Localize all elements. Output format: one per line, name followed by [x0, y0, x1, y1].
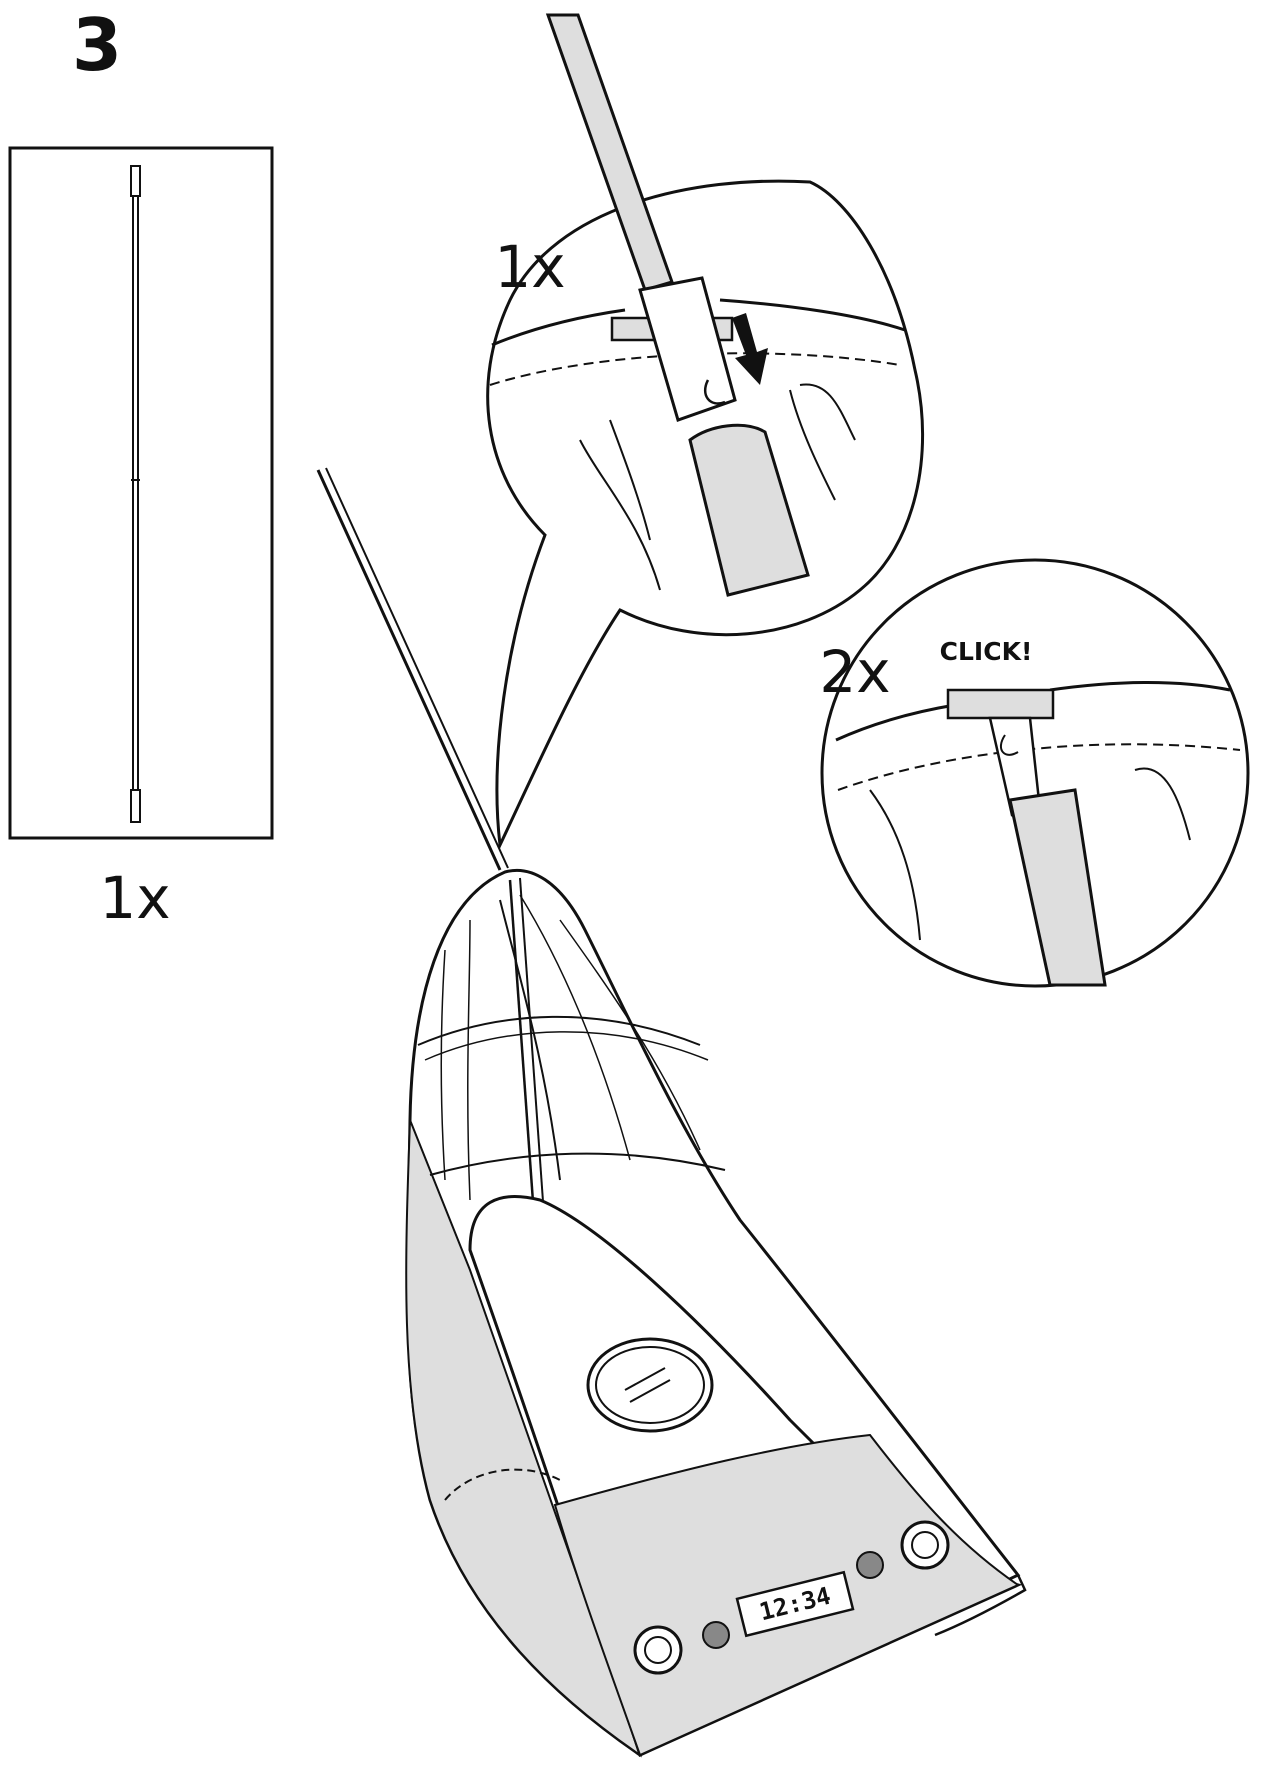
- parts-box: [8, 146, 274, 840]
- detail-callout-1: [486, 13, 925, 851]
- arrow-down-icon: [732, 313, 768, 385]
- detail-1-quantity: 1x: [494, 233, 565, 301]
- detail-callout-2: [820, 558, 1250, 988]
- pole-icon: [130, 165, 141, 823]
- click-sound-label: CLICK!: [940, 637, 1033, 666]
- parts-quantity: 1x: [99, 864, 170, 932]
- parts-box-frame: [8, 146, 274, 840]
- product-tent: [316, 467, 1027, 1758]
- step-number: 3: [72, 3, 122, 87]
- detail-2-quantity: 2x: [819, 638, 890, 706]
